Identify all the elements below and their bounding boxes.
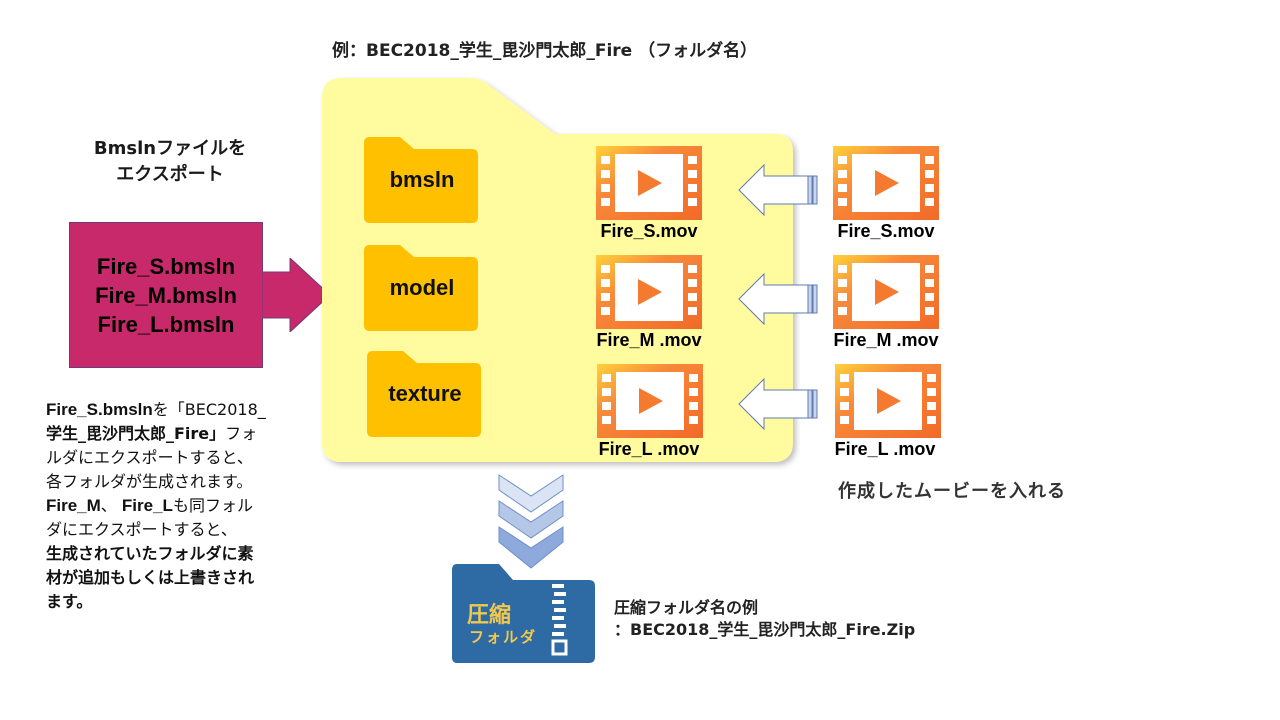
zip-folder-sublabel: フォルダ (469, 628, 538, 646)
movie-label: Fire_M .mov (596, 330, 702, 350)
subfolder-label: bmsln (389, 167, 455, 192)
zip-folder-label: 圧縮 (467, 603, 512, 628)
subfolder-label: texture (388, 381, 462, 406)
desc-bold-text: 生成されていたフォルダに素 (46, 544, 254, 563)
insert-arrow-icon (738, 378, 820, 430)
zip-caption-filename: ：BEC2018_学生_毘沙門太郎_Fire.Zip (614, 620, 916, 639)
movie-label: Fire_M .mov (833, 330, 939, 350)
desc-text: フォ (225, 424, 258, 443)
subfolder-model[interactable]: model (364, 245, 480, 331)
desc-text: も同フォル (172, 496, 253, 515)
movie-outside-m[interactable]: Fire_M .mov (833, 255, 956, 351)
desc-text: 各フォルダが生成されます。 (46, 472, 253, 491)
subfolder-texture[interactable]: texture (367, 351, 483, 437)
movie-outside-l[interactable]: Fire_L .mov (835, 364, 955, 460)
desc-text: ルダにエクスポートすると、 (46, 448, 253, 467)
folder-icon (364, 245, 478, 331)
desc-bold-filename: Fire_S.bmsln (46, 400, 153, 419)
desc-bold-text: ます。 (46, 592, 93, 611)
movie-inside-l[interactable]: Fire_L .mov (597, 364, 719, 460)
subfolder-label: model (389, 275, 455, 300)
movie-inside-s[interactable]: Fire_S.mov (596, 146, 719, 242)
movie-icon (835, 364, 941, 438)
desc-bold-folder: 学生_毘沙門太郎_Fire」 (46, 424, 226, 443)
insert-arrow-icon (738, 164, 820, 216)
subfolder-bmsln[interactable]: bmsln (364, 137, 480, 223)
desc-text: ダにエクスポートすると、 (46, 520, 237, 539)
desc-text: を「BEC2018_ (152, 400, 266, 419)
insert-arrow-icon (738, 273, 820, 325)
insert-movies-caption: 作成したムービーを入れる (838, 481, 1066, 502)
movie-inside-m[interactable]: Fire_M .mov (596, 255, 719, 351)
zip-caption-title: 圧縮フォルダ名の例 (614, 598, 759, 617)
movie-icon (596, 255, 702, 329)
movie-label: Fire_S.mov (837, 221, 935, 241)
desc-bold-filename: Fire_M (46, 496, 101, 515)
movie-label: Fire_L .mov (834, 439, 936, 459)
export-description: Fire_S.bmslnを「BEC2018_ 学生_毘沙門太郎_Fire」フォ … (46, 398, 316, 614)
bmsln-file-s: Fire_S.bmsln (96, 253, 236, 279)
movie-label: Fire_L .mov (598, 439, 700, 459)
zip-name-example: 圧縮フォルダ名の例 ：BEC2018_学生_毘沙門太郎_Fire.Zip (614, 597, 915, 641)
export-arrow-icon (262, 258, 331, 332)
bmsln-files-box: Fire_S.bmsln Fire_M.bmsln Fire_L.bmsln (69, 222, 263, 368)
folder-icon (367, 351, 481, 437)
movie-label: Fire_S.mov (600, 221, 698, 241)
desc-bold-filename: Fire_L (121, 496, 173, 515)
desc-text: 、 (100, 496, 117, 515)
movie-outside-s[interactable]: Fire_S.mov (833, 146, 956, 242)
movie-icon (833, 255, 939, 329)
movie-icon (833, 146, 939, 220)
folder-icon (364, 137, 478, 223)
chevron-down-icon (498, 474, 564, 569)
bmsln-file-m: Fire_M.bmsln (95, 282, 237, 308)
export-title: Bmslnファイルを エクスポート (70, 136, 270, 188)
bmsln-file-l: Fire_L.bmsln (97, 311, 235, 337)
desc-bold-text: 材が追加もしくは上書きされ (46, 568, 255, 587)
movie-icon (596, 146, 702, 220)
folder-name-example: 例：BEC2018_学生_毘沙門太郎_Fire （フォルダ名） (332, 41, 758, 61)
export-title-line2: エクスポート (116, 164, 224, 185)
export-title-line1: Bmslnファイルを (93, 138, 247, 159)
zip-folder-icon (452, 564, 595, 663)
movie-icon (597, 364, 703, 438)
